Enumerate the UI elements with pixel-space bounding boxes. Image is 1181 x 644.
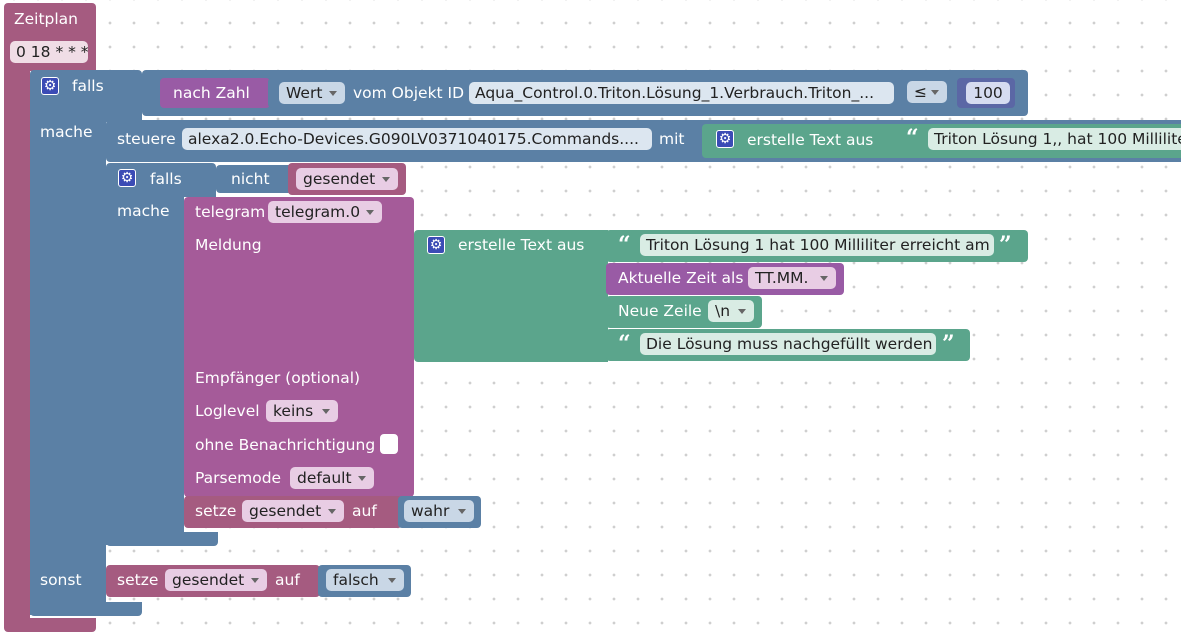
- create-text-label: erstelle Text aus: [747, 131, 874, 149]
- text-line1-input[interactable]: Triton Lösung 1 hat 100 Milliliter errei…: [640, 234, 994, 256]
- gear-icon[interactable]: ⚙: [716, 130, 734, 148]
- schedule-title: Zeitplan: [14, 10, 79, 28]
- value-option-dropdown[interactable]: Wert: [279, 82, 345, 104]
- parsemode-dropdown[interactable]: default: [290, 467, 374, 489]
- control-label: steuere: [117, 130, 176, 148]
- to-number-block[interactable]: [160, 78, 270, 108]
- schedule-block-footer[interactable]: [4, 618, 96, 632]
- from-object-label: vom Objekt ID: [353, 84, 465, 102]
- do-label: mache: [40, 123, 93, 141]
- if-block-spine[interactable]: [30, 120, 106, 615]
- set-true-label: setze: [195, 502, 237, 520]
- silent-label: ohne Benachrichtigung: [195, 436, 376, 454]
- set-false-to-label: auf: [275, 571, 300, 589]
- cron-input[interactable]: 0 18 * * *: [10, 41, 88, 63]
- message-create-text-label: erstelle Text aus: [458, 236, 585, 254]
- gear-icon[interactable]: ⚙: [427, 236, 445, 254]
- gear-icon[interactable]: ⚙: [41, 77, 59, 95]
- loglevel-label: Loglevel: [195, 402, 260, 420]
- not-label: nicht: [231, 170, 270, 188]
- bool-true-dropdown[interactable]: wahr: [404, 500, 474, 522]
- inner-if-spine[interactable]: [106, 195, 184, 545]
- if-block-footer[interactable]: [30, 602, 142, 616]
- with-label: mit: [659, 130, 685, 148]
- operator-dropdown[interactable]: ≤: [907, 81, 947, 103]
- if-label: falls: [72, 77, 104, 95]
- schedule-block-spine[interactable]: [4, 60, 30, 628]
- message-label: Meldung: [195, 236, 262, 254]
- inner-if-label: falls: [150, 170, 182, 188]
- message-text-block[interactable]: [414, 230, 608, 362]
- else-label: sonst: [40, 571, 82, 589]
- recipient-label: Empfänger (optional): [195, 369, 361, 387]
- bool-false-dropdown[interactable]: falsch: [326, 569, 404, 591]
- set-true-variable-dropdown[interactable]: gesendet: [242, 500, 344, 522]
- set-false-variable-dropdown[interactable]: gesendet: [165, 569, 267, 591]
- open-quote-icon: “: [906, 125, 919, 151]
- not-block[interactable]: [216, 165, 292, 193]
- set-false-label: setze: [117, 571, 159, 589]
- control-text-input[interactable]: Triton Lösung 1,, hat 100 Millilite: [928, 128, 1181, 150]
- loglevel-dropdown[interactable]: keins: [266, 400, 338, 422]
- set-true-to-label: auf: [352, 502, 377, 520]
- telegram-block[interactable]: [184, 197, 414, 497]
- inner-if-variable-dropdown[interactable]: gesendet: [296, 168, 398, 190]
- parsemode-label: Parsemode: [195, 469, 282, 487]
- telegram-instance-dropdown[interactable]: telegram.0: [268, 201, 382, 223]
- close-quote-icon: ”: [999, 232, 1012, 258]
- time-format-dropdown[interactable]: TT.MM.: [748, 267, 836, 289]
- telegram-label: telegram: [195, 203, 266, 221]
- current-time-label: Aktuelle Zeit als: [618, 269, 744, 287]
- to-number-label: nach Zahl: [173, 84, 250, 102]
- control-object-id[interactable]: alexa2.0.Echo-Devices.G090LV0371040175.C…: [182, 128, 652, 150]
- condition-object-id[interactable]: Aqua_Control.0.Triton.Lösung_1.Verbrauch…: [469, 82, 894, 104]
- open-quote-icon: “: [618, 331, 631, 357]
- text-line2-input[interactable]: Die Lösung muss nachgefüllt werden: [640, 333, 936, 355]
- gear-icon[interactable]: ⚙: [118, 169, 136, 187]
- open-quote-icon: “: [618, 232, 631, 258]
- inner-if-footer[interactable]: [106, 532, 218, 546]
- silent-checkbox[interactable]: [380, 434, 398, 454]
- compare-value-input[interactable]: 100: [966, 82, 1010, 104]
- inner-do-label: mache: [117, 202, 170, 220]
- close-quote-icon: ”: [942, 331, 955, 357]
- newline-dropdown[interactable]: \n: [708, 300, 754, 322]
- newline-label: Neue Zeile: [618, 302, 702, 320]
